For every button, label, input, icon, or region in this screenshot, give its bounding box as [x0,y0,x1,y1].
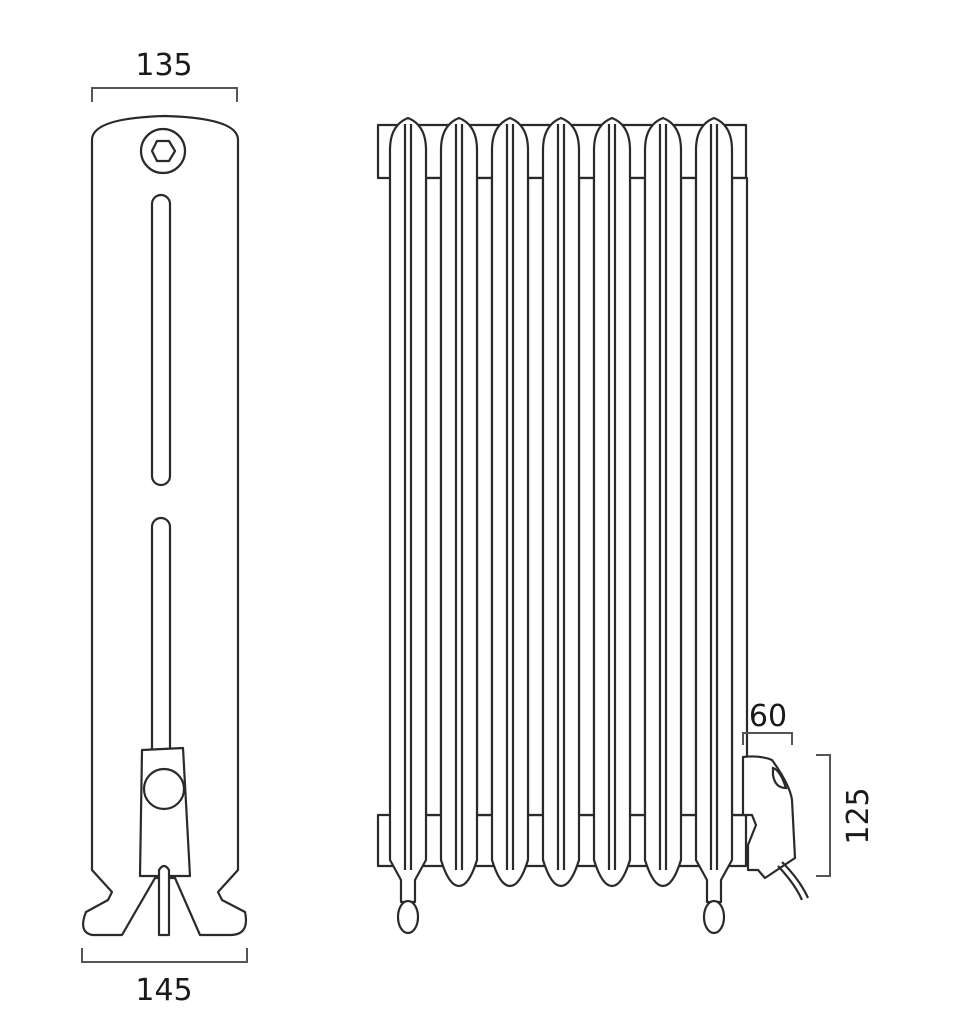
column-ridge [454,124,464,870]
valve-knob [142,767,186,811]
dim-label-135: 135 [135,48,192,83]
front-view [376,116,749,935]
column-gap [424,176,443,817]
column-ridge [403,124,413,870]
radiator-column [592,116,632,888]
column-gap [730,176,749,817]
radiator-column [490,116,530,888]
dimension-valve-width: 60 [742,699,793,745]
side-cable [157,864,171,937]
column-ridge [505,124,515,870]
radiator-foot [396,899,420,935]
column-gap [679,176,698,817]
column-gap [475,176,494,817]
heating-element [741,755,810,901]
element-housing [741,755,797,880]
dim-label-60: 60 [749,699,787,734]
element-indicator [771,766,788,790]
side-view [81,114,248,937]
dimension-base: 145 [81,948,248,1008]
hex-plug-icon [150,139,177,163]
column-ridge [607,124,617,870]
dim-label-145: 145 [135,973,192,1008]
element-cable [777,861,810,901]
column-gap [577,176,596,817]
radiator-column [643,116,683,888]
radiator-column [439,116,479,888]
dim-label-125: 125 [841,787,876,844]
dimension-valve-height: 125 [816,754,876,877]
column-ridge [556,124,566,870]
column-ridge [709,124,719,870]
dimension-top: 135 [91,48,238,102]
lower-slot [150,516,172,770]
upper-slot [150,193,172,487]
column-gap [628,176,647,817]
radiator-column [388,116,428,904]
radiator-foot [702,899,726,935]
column-gap [526,176,545,817]
radiator-column [694,116,734,904]
radiator-column [541,116,581,888]
valve-housing [138,746,192,878]
column-ridge [658,124,668,870]
